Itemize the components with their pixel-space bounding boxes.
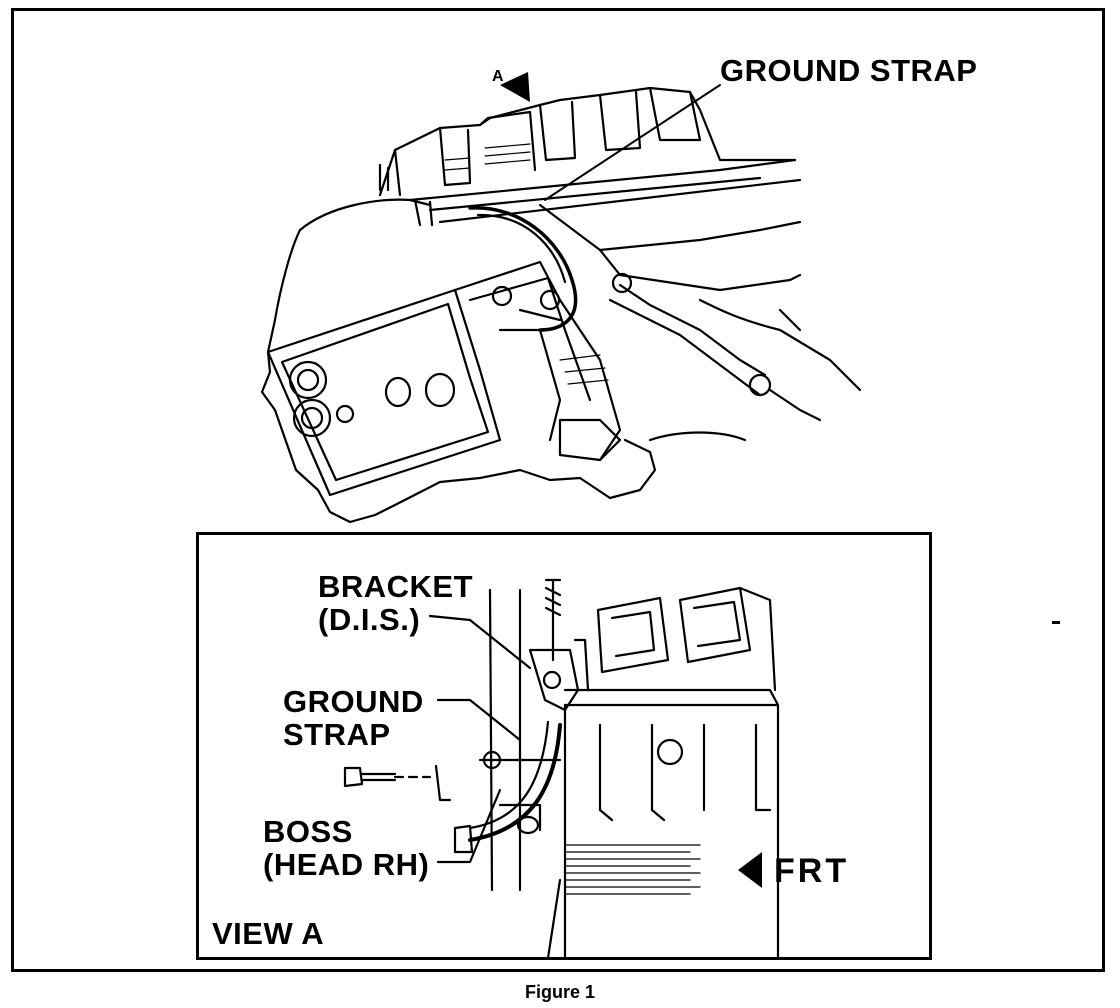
view-a-arrow-label: A	[492, 68, 505, 85]
engine-illustration	[260, 72, 862, 524]
ground-strap-label: GROUND STRAP	[720, 53, 978, 88]
ground-strap-inset-label: GROUND STRAP	[283, 684, 424, 752]
stray-mark	[1052, 621, 1060, 624]
front-arrow	[738, 852, 762, 888]
front-label: FRT	[774, 852, 850, 890]
boss-head-rh-label: BOSS (HEAD RH)	[263, 814, 430, 882]
view-direction-arrow	[500, 72, 530, 102]
figure-caption: Figure 1	[524, 982, 595, 1002]
bracket-dis-label: BRACKET (D.I.S.)	[318, 569, 474, 637]
figure-frame	[11, 8, 1105, 972]
view-a-title: VIEW A	[212, 916, 325, 951]
